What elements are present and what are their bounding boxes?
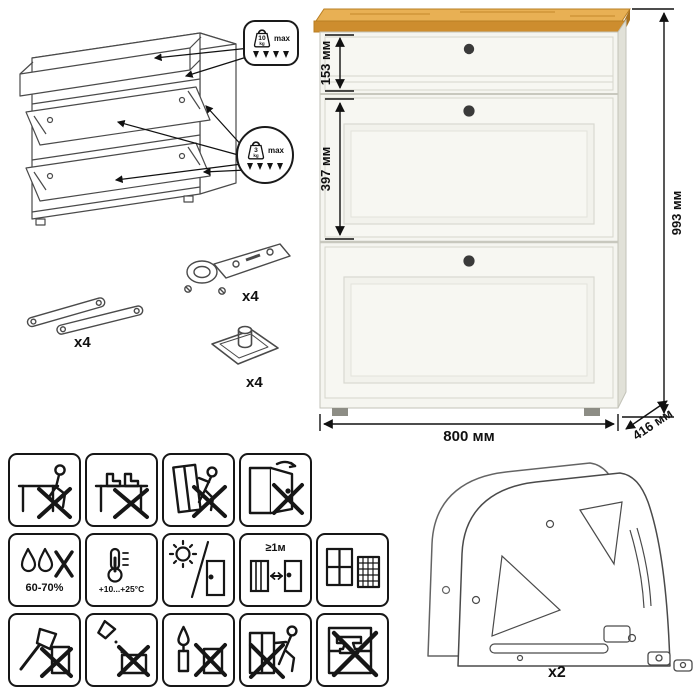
weight-3kg-icon: 3 kg [247,141,265,160]
drawer-height-dim: 153 мм [318,41,333,86]
warning-humidity: 60-70% [8,533,81,607]
no-door-hanging-icon [248,460,304,515]
cabinet-foot [332,408,348,416]
svg-text:10: 10 [258,35,266,42]
no-anvil-icon [327,626,378,678]
stay-qty-label: x4 [74,334,91,351]
weight-10kg-icon: 10 kg [253,29,271,48]
thermometer-icon [106,548,129,583]
cabinet-render: 153 мм 397 мм 993 мм 800 мм 416 мм [313,8,684,445]
panel-qty-label: x2 [548,664,566,681]
wood-top [313,8,631,33]
warning-no-open-flame [162,613,235,687]
warning-no-sitting [8,453,81,527]
max-label: max [273,34,290,43]
drawer-load-callout: 10 kg max [243,20,299,66]
warning-no-climbing [162,453,235,527]
drawer-knob [463,43,475,55]
temperature-range-label: +10...+25°C [98,584,145,595]
middle-door [320,97,618,244]
warning-no-overload [316,613,389,687]
hinge-drawing [184,243,291,295]
humidity-range-label: 60-70% [25,582,64,594]
warning-ventilation [316,533,389,607]
door-load-callout: 3 kg max [236,126,294,184]
door-height-dim: 397 мм [318,147,333,192]
plate-qty-label: x4 [246,374,263,391]
max-label: max [267,146,284,155]
mounting-plate-drawing [211,325,279,365]
flap-mechanism-drawing [427,462,693,672]
stay-arm-drawing [26,297,144,335]
cabinet-wireframe-drawing [19,32,251,226]
svg-text:kg: kg [253,153,259,158]
warning-temperature: +10...+25°C [85,533,158,607]
no-axe-icon [19,627,73,678]
no-spill-icon [96,619,150,677]
warning-no-standing [85,453,158,527]
sunlight-icon [168,539,225,599]
no-standing-icon [94,472,149,519]
no-climbing-icon [171,463,227,518]
windows-icon [325,547,380,589]
min-distance-label: ≥1м [265,542,286,554]
no-dragging-icon [248,625,298,679]
warning-no-dragging [239,613,312,687]
warning-no-sharp-impact [8,613,81,687]
humidity-drops-icon [20,547,74,578]
middle-door-knob [463,105,475,117]
no-sitting-icon [17,464,72,519]
no-open-flame-icon [176,625,227,677]
warning-no-sunlight [162,533,235,607]
width-dim: 800 мм [443,428,494,445]
cabinet-side [617,18,627,409]
warning-no-spill [85,613,158,687]
dimension-lines [319,8,674,431]
cabinet-foot [584,408,600,416]
hinge-qty-label: x4 [242,288,259,305]
warning-no-door-hanging [239,453,312,527]
warning-heater-distance: ≥1м [239,533,312,607]
total-height-dim: 993 мм [669,191,684,236]
down-arrows-icon [253,51,289,58]
svg-text:3: 3 [254,147,258,154]
mechanism-brackets [647,651,693,672]
svg-text:kg: kg [259,41,265,46]
drawer-front [320,36,618,95]
heater-distance-icon [249,559,302,593]
bottom-door [324,246,614,399]
bottom-door-knob [463,255,475,267]
callout-leader-arrows [114,47,251,184]
down-arrows-icon [247,163,283,170]
